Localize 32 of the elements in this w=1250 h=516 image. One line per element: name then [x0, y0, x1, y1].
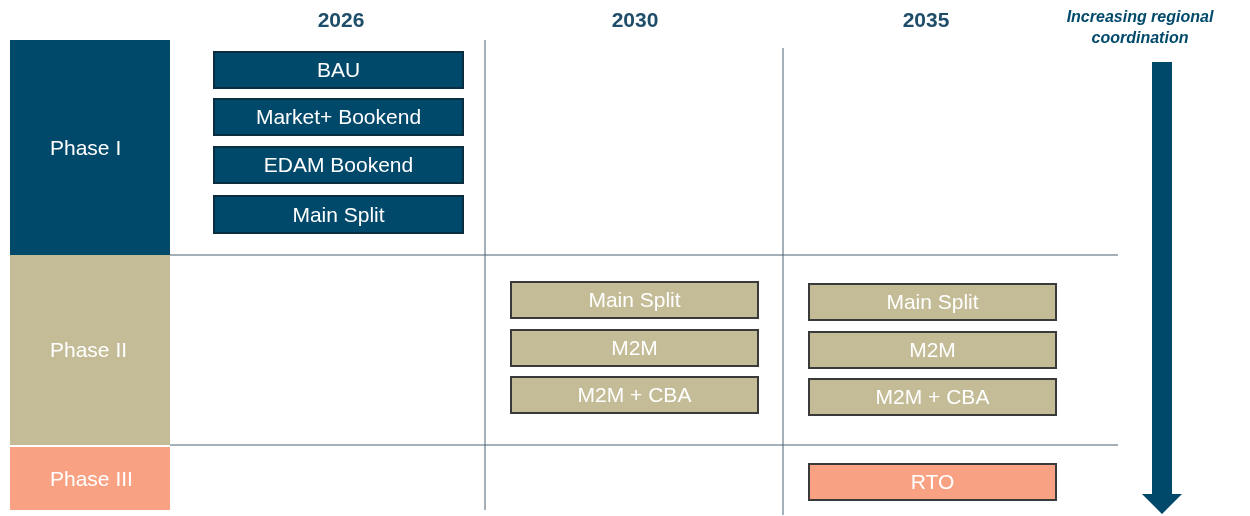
axis-note: Increasing regional coordination: [1065, 7, 1215, 48]
phase-band: [10, 255, 170, 445]
phase-band: [10, 40, 170, 255]
scenario-box: [213, 146, 464, 184]
scenario-box: [808, 463, 1057, 501]
phase-label: Phase I: [50, 135, 122, 160]
scenario-box: [808, 331, 1057, 369]
phase-band: [10, 447, 170, 510]
scenario-label: RTO: [910, 470, 955, 494]
scenario-box: [213, 98, 464, 136]
scenario-box: [213, 195, 464, 234]
scenario-box: [808, 378, 1057, 416]
scenario-label: Main Split: [588, 288, 681, 312]
year-header: 2026: [316, 8, 366, 32]
scenario-label: M2M: [611, 336, 658, 360]
scenario-label: EDAM Bookend: [263, 153, 414, 177]
scenario-label: Main Split: [886, 290, 979, 314]
scenario-box: [510, 281, 759, 319]
year-header: 2035: [901, 8, 951, 32]
scenario-label: BAU: [316, 58, 361, 82]
phase-label: Phase III: [50, 466, 133, 491]
scenario-box: [213, 51, 464, 89]
scenario-label: Market+ Bookend: [255, 105, 422, 129]
scenario-label: Main Split: [292, 202, 385, 227]
scenario-box: [510, 376, 759, 414]
year-header: 2030: [610, 8, 660, 32]
scenario-box: [510, 329, 759, 367]
scenario-box: [808, 283, 1057, 321]
scenario-label: M2M: [909, 338, 956, 362]
scenario-label: M2M + CBA: [875, 385, 990, 409]
phase-label: Phase II: [50, 338, 128, 362]
scenario-label: M2M + CBA: [577, 383, 692, 407]
